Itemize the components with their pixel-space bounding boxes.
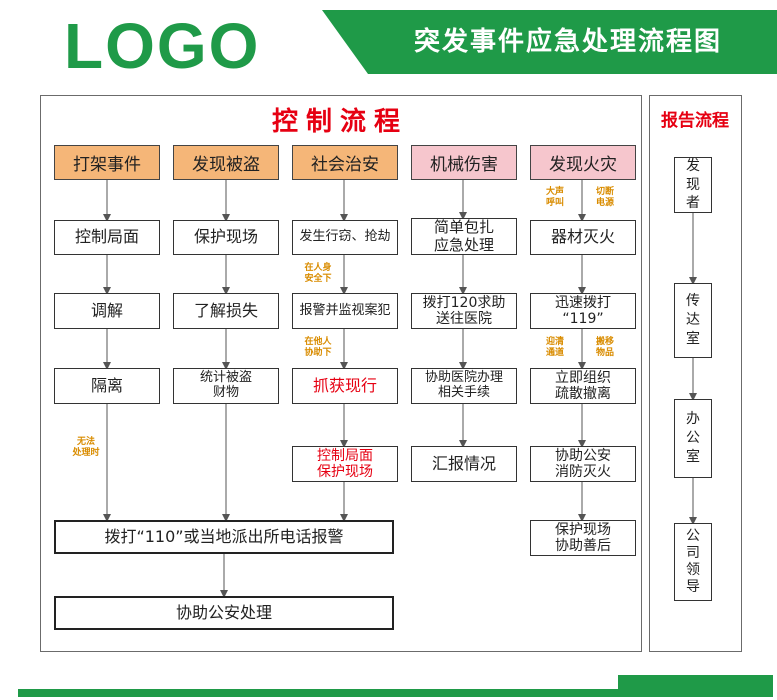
step-mediate: 调解 bbox=[54, 293, 160, 329]
step-control-situation: 控制局面 bbox=[54, 220, 160, 255]
step-hospital-procedures: 协助医院办理 相关手续 bbox=[411, 368, 517, 404]
category-fight: 打架事件 bbox=[54, 145, 160, 180]
control-flow-title: 控制流程 bbox=[271, 107, 408, 137]
step-evacuate: 立即组织 疏散撤离 bbox=[530, 368, 636, 404]
step-assess-loss: 了解损失 bbox=[173, 293, 279, 329]
note-move-items: 搬移 物品 bbox=[595, 337, 614, 359]
note-cannot-handle: 无法 处理时 bbox=[72, 437, 100, 459]
step-assist-firefighting: 协助公安 消防灭火 bbox=[530, 446, 636, 482]
step-report-monitor-suspect: 报警并监视案犯 bbox=[292, 293, 398, 329]
report-step-reception: 传 达 室 bbox=[674, 283, 712, 358]
step-fire-extinguish: 器材灭火 bbox=[530, 220, 636, 255]
step-call-110: 拨打“110”或当地派出所电话报警 bbox=[54, 520, 394, 554]
page-title: 突发事件应急处理流程图 bbox=[413, 27, 722, 57]
category-fire: 发现火灾 bbox=[530, 145, 636, 180]
note-clear-passage: 迎清 通道 bbox=[545, 337, 564, 359]
report-step-leadership: 公 司 领 导 bbox=[674, 523, 712, 601]
report-flow-title: 报告流程 bbox=[661, 111, 729, 131]
step-aftermath: 保护现场 协助善后 bbox=[530, 520, 636, 556]
step-call-119: 迅速拨打 “119” bbox=[530, 293, 636, 329]
note-personal-safety: 在人身 安全下 bbox=[304, 263, 332, 285]
step-call-120: 拨打120求助 送往医院 bbox=[411, 293, 517, 329]
category-public-security: 社会治安 bbox=[292, 145, 398, 180]
step-catch-red-handed: 抓获现行 bbox=[292, 368, 398, 404]
step-count-stolen-items: 统计被盗 财物 bbox=[173, 368, 279, 404]
note-shout: 大声 呼叫 bbox=[545, 187, 564, 209]
logo: LOGO bbox=[64, 10, 261, 82]
header-band bbox=[322, 10, 777, 74]
report-step-discoverer: 发 现 者 bbox=[674, 157, 712, 213]
step-protect-scene: 保护现场 bbox=[173, 220, 279, 255]
step-report-situation: 汇报情况 bbox=[411, 446, 517, 482]
step-assist-police: 协助公安处理 bbox=[54, 596, 394, 630]
step-theft-robbery: 发生行窃、抢劫 bbox=[292, 220, 398, 255]
category-mechanical-injury: 机械伤害 bbox=[411, 145, 517, 180]
note-with-assistance: 在他人 协助下 bbox=[304, 337, 332, 359]
footer-band-inner bbox=[18, 675, 618, 689]
report-step-office: 办 公 室 bbox=[674, 399, 712, 478]
category-theft: 发现被盗 bbox=[173, 145, 279, 180]
step-first-aid: 简单包扎 应急处理 bbox=[411, 218, 517, 255]
step-control-protect-scene: 控制局面 保护现场 bbox=[292, 446, 398, 482]
step-isolate: 隔离 bbox=[54, 368, 160, 404]
note-cut-power: 切断 电源 bbox=[595, 187, 614, 209]
